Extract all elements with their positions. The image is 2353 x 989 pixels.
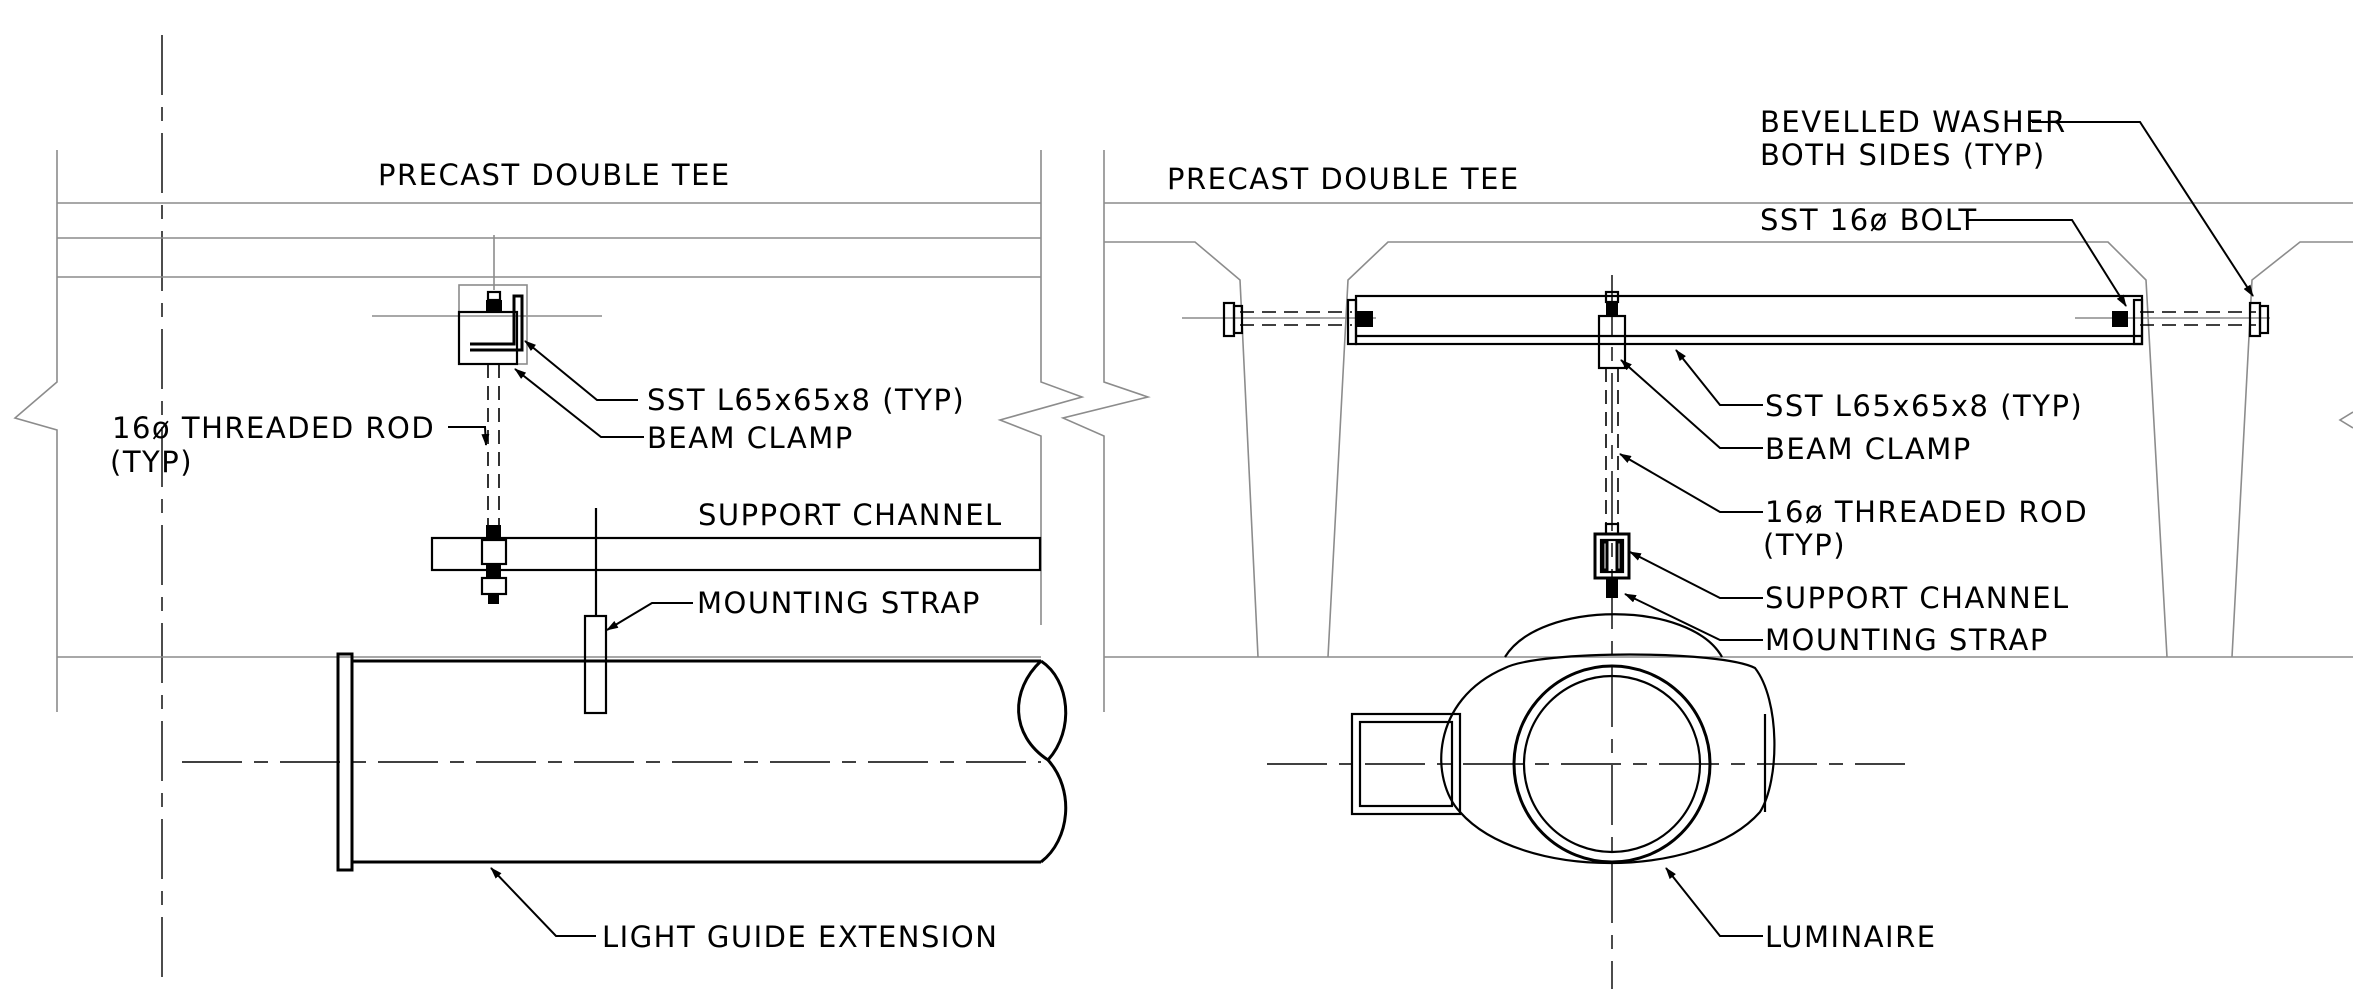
right-threaded-rod-label-line1: 16ø THREADED ROD	[1765, 495, 2088, 529]
right-threaded-rod-label-line2: (TYP)	[1763, 528, 1846, 562]
left-threaded-rod	[480, 364, 508, 604]
right-bevelled-washer-label-line2: BOTH SIDES (TYP)	[1760, 138, 2046, 172]
right-section-view: PRECAST DOUBLE TEE BEVELLED WASHER BOTH …	[1060, 105, 2353, 989]
left-section-view: PRECAST DOUBLE TEE SST L65x65x8 (TYP) 16…	[13, 35, 1085, 989]
left-support-channel-label: SUPPORT CHANNEL	[698, 498, 1003, 532]
right-bolt-assembly	[1182, 294, 2270, 346]
left-light-guide-extension-label: LIGHT GUIDE EXTENSION	[602, 920, 998, 954]
left-threaded-rod-label-line2: (TYP)	[110, 445, 193, 479]
right-luminaire	[1267, 613, 1905, 865]
right-sst-angle-label: SST L65x65x8 (TYP)	[1765, 389, 2083, 423]
right-threaded-rod	[1605, 368, 1619, 524]
left-light-guide-extension	[182, 652, 1068, 872]
right-bevelled-washer-label-line1: BEVELLED WASHER	[1760, 105, 2067, 139]
left-beam-clamp-label: BEAM CLAMP	[647, 421, 854, 455]
left-mounting-strap-label: MOUNTING STRAP	[697, 586, 981, 620]
left-beam-clamp	[457, 284, 528, 366]
right-beam-clamp	[1597, 290, 1627, 370]
right-support-channel-label: SUPPORT CHANNEL	[1765, 581, 2070, 615]
right-sst-bolt-label: SST 16ø BOLT	[1760, 203, 1978, 237]
left-threaded-rod-label-line1: 16ø THREADED ROD	[112, 411, 435, 445]
left-support-channel	[430, 536, 1042, 572]
left-double-tee	[13, 150, 1085, 712]
right-double-tee	[1060, 150, 2353, 712]
right-mounting-strap-label: MOUNTING STRAP	[1765, 623, 2049, 657]
left-sst-angle-label: SST L65x65x8 (TYP)	[647, 383, 965, 417]
right-beam-clamp-label: BEAM CLAMP	[1765, 432, 1972, 466]
left-precast-double-tee-label: PRECAST DOUBLE TEE	[378, 158, 731, 192]
right-support-channel	[1593, 522, 1631, 598]
left-mounting-strap	[583, 508, 608, 715]
right-precast-double-tee-label: PRECAST DOUBLE TEE	[1167, 162, 1520, 196]
right-luminaire-label: LUMINAIRE	[1765, 920, 1937, 954]
